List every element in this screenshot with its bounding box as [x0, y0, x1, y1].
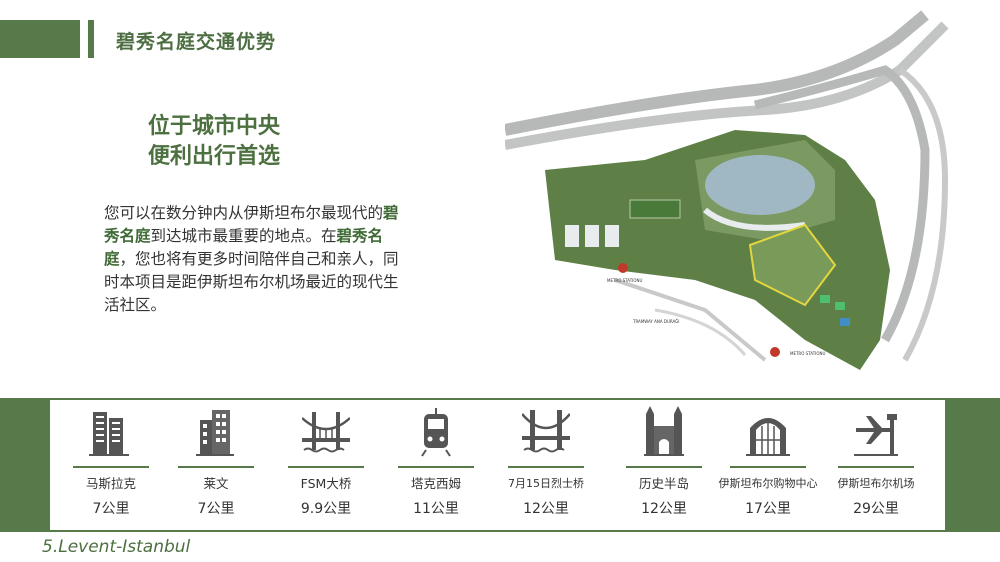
metro-label-2: METRO STATIONU — [790, 351, 825, 356]
tram-icon — [421, 408, 451, 457]
header-accent-tick — [88, 20, 94, 58]
destination-distance: 7公里 — [197, 501, 235, 517]
headline: 位于城市中央 便利出行首选 — [148, 112, 318, 172]
destination-distance: 29公里 — [853, 501, 899, 517]
destination-distance: 12公里 — [523, 501, 569, 517]
separator — [288, 466, 364, 468]
destination-label: FSM大桥 — [300, 476, 352, 491]
separator — [626, 466, 702, 468]
separator — [73, 466, 149, 468]
transport-panel — [50, 400, 945, 530]
separator — [178, 466, 254, 468]
airport-icon — [854, 414, 898, 456]
destination-label: 塔克西姆 — [410, 476, 461, 491]
destination-distance: 17公里 — [745, 501, 791, 517]
destination-label: 莱文 — [203, 476, 229, 491]
destination-maslak: 马斯拉克 7公里 — [55, 406, 167, 518]
destination-label: 马斯拉克 — [85, 476, 136, 491]
destination-distance: 12公里 — [641, 501, 687, 517]
destination-levent: 莱文 7公里 — [160, 406, 272, 518]
project-name-1: 碧秀名庭 — [104, 204, 399, 245]
metro-label-1: METRO STATIONU — [607, 278, 642, 283]
destination-distance: 7公里 — [92, 501, 130, 517]
separator — [508, 466, 584, 468]
headline-line-1: 位于城市中央 — [148, 114, 281, 139]
headline-line-2: 便利出行首选 — [148, 144, 281, 169]
tramway-label: TRAMWAY ANA DURAĞI — [632, 319, 679, 324]
bridge-icon — [302, 412, 350, 453]
destination-historic-peninsula: 历史半岛 12公里 — [608, 406, 720, 518]
header-accent-bar — [0, 20, 80, 58]
suspension-bridge-icon — [522, 410, 570, 453]
separator — [838, 466, 914, 468]
description-part-2: 到达城市最重要的地点。在 — [150, 227, 337, 245]
footer-location: 5.Levent-Istanbul — [42, 537, 191, 557]
destination-istanbul-airport: 伊斯坦布尔机场 29公里 — [820, 406, 932, 518]
office-building-icon — [196, 410, 234, 456]
page-title: 碧秀名庭交通优势 — [116, 31, 277, 53]
destination-distance: 11公里 — [413, 501, 459, 517]
destination-label: 历史半岛 — [638, 476, 689, 491]
description-paragraph: 您可以在数分钟内从伊斯坦布尔最现代的碧秀名庭到达城市最重要的地点。在碧秀名庭，您… — [104, 202, 404, 317]
destination-distance: 9.9公里 — [300, 501, 352, 517]
destination-label: 7月15日烈士桥 — [508, 477, 584, 490]
destination-fsm-bridge: FSM大桥 9.9公里 — [270, 406, 382, 518]
office-towers-icon — [89, 412, 129, 456]
separator — [398, 466, 474, 468]
destination-label: 伊斯坦布尔机场 — [837, 477, 915, 490]
description-part-3: ，您也将有更多时间陪伴自己和亲人，同时本项目是距伊斯坦布尔机场最近的现代生活社区… — [104, 250, 399, 314]
historic-tower-icon — [644, 406, 684, 456]
site-plan-map: METRO STATIONU METRO STATIONU TRAMWAY AN… — [505, 10, 949, 370]
destination-istanbul-mall: 伊斯坦布尔购物中心 17公里 — [712, 406, 824, 518]
destination-taksim: 塔克西姆 11公里 — [380, 406, 492, 518]
destination-15-july-bridge: 7月15日烈士桥 12公里 — [490, 406, 602, 518]
mall-icon — [746, 418, 790, 456]
separator — [730, 466, 806, 468]
project-name-2: 碧秀名庭 — [104, 227, 384, 268]
destination-label: 伊斯坦布尔购物中心 — [718, 477, 818, 490]
description-part-1: 您可以在数分钟内从伊斯坦布尔最现代的 — [104, 204, 384, 222]
